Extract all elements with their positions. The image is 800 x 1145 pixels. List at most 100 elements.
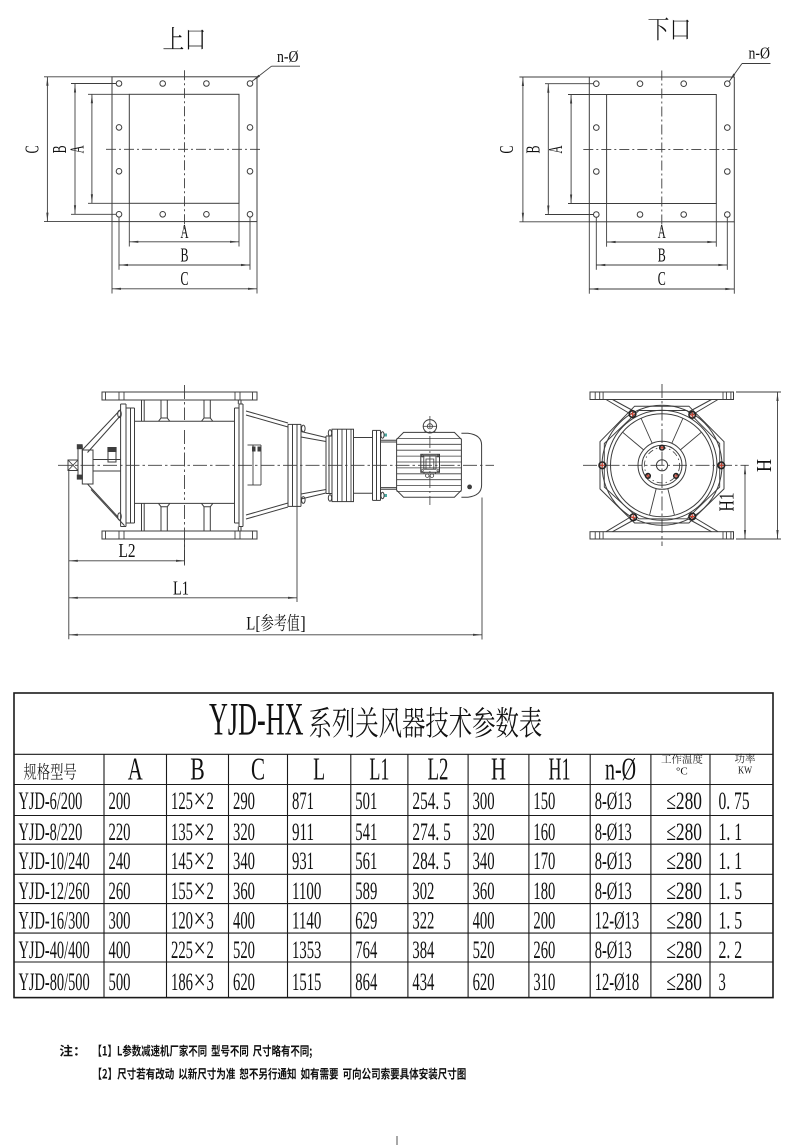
svg-text:400: 400 xyxy=(473,907,495,934)
svg-text:×: × xyxy=(193,903,205,935)
svg-text:C: C xyxy=(22,145,44,153)
svg-text:360: 360 xyxy=(233,878,255,905)
svg-text:360: 360 xyxy=(473,878,495,905)
svg-text:B: B xyxy=(181,245,189,267)
svg-text:2: 2 xyxy=(206,848,213,875)
svg-text:400: 400 xyxy=(109,937,131,964)
svg-text:2: 2 xyxy=(206,937,213,964)
svg-text:290: 290 xyxy=(233,788,255,815)
svg-text:A: A xyxy=(181,221,189,243)
svg-text:400: 400 xyxy=(233,907,255,934)
svg-text:YJD-8/220: YJD-8/220 xyxy=(19,819,83,846)
svg-text:200: 200 xyxy=(533,907,555,934)
svg-text:931: 931 xyxy=(292,848,314,875)
svg-text:H: H xyxy=(491,751,506,787)
svg-text:589: 589 xyxy=(355,878,377,905)
svg-text:911: 911 xyxy=(292,819,314,846)
svg-text:260: 260 xyxy=(109,878,131,905)
svg-text:150: 150 xyxy=(533,788,555,815)
svg-text:240: 240 xyxy=(109,848,131,875)
svg-text:L2: L2 xyxy=(119,541,136,562)
svg-text:135: 135 xyxy=(171,819,193,846)
svg-text:300: 300 xyxy=(109,907,131,934)
svg-text:]: ] xyxy=(300,614,306,635)
svg-text:145: 145 xyxy=(171,848,193,875)
svg-text:620: 620 xyxy=(233,969,255,996)
svg-text:200: 200 xyxy=(109,788,131,815)
svg-text:A: A xyxy=(67,145,89,153)
svg-text:500: 500 xyxy=(109,969,131,996)
svg-text:620: 620 xyxy=(473,969,495,996)
svg-text:3: 3 xyxy=(206,969,213,996)
svg-text:×: × xyxy=(193,815,205,847)
svg-text:YJD-40/400: YJD-40/400 xyxy=(19,937,90,964)
svg-text:L1: L1 xyxy=(369,751,389,787)
svg-text:1. 1: 1. 1 xyxy=(719,819,743,846)
svg-text:254. 5: 254. 5 xyxy=(412,788,450,815)
svg-text:×: × xyxy=(193,932,205,964)
svg-text:160: 160 xyxy=(533,819,555,846)
svg-text:501: 501 xyxy=(355,788,377,815)
svg-text:×: × xyxy=(193,843,205,875)
svg-text:≤280: ≤280 xyxy=(666,878,702,905)
svg-text:C: C xyxy=(181,268,189,290)
svg-text:H1: H1 xyxy=(549,751,571,787)
svg-text:×: × xyxy=(193,965,205,997)
svg-text:125: 125 xyxy=(171,788,193,815)
svg-text:561: 561 xyxy=(355,848,377,875)
svg-text:629: 629 xyxy=(355,907,377,934)
svg-text:n-Ø: n-Ø xyxy=(277,47,299,66)
svg-text:274. 5: 274. 5 xyxy=(412,819,450,846)
svg-text:1. 1: 1. 1 xyxy=(719,848,743,875)
svg-text:1100: 1100 xyxy=(292,878,321,905)
svg-text:C: C xyxy=(251,751,265,787)
svg-text:310: 310 xyxy=(533,969,555,996)
svg-text:3: 3 xyxy=(719,969,726,996)
svg-text:≤280: ≤280 xyxy=(666,788,702,815)
svg-text:1515: 1515 xyxy=(292,969,321,996)
svg-text:260: 260 xyxy=(533,937,555,964)
svg-text:384: 384 xyxy=(412,937,434,964)
svg-text:2: 2 xyxy=(206,788,213,815)
svg-text:541: 541 xyxy=(355,819,377,846)
svg-text:YJD-12/260: YJD-12/260 xyxy=(19,878,90,905)
svg-text:B: B xyxy=(658,245,666,267)
svg-text:322: 322 xyxy=(412,907,434,934)
svg-text:8-Ø13: 8-Ø13 xyxy=(595,788,632,815)
svg-text:520: 520 xyxy=(473,937,495,964)
svg-text:B: B xyxy=(523,146,545,154)
svg-text:186: 186 xyxy=(171,969,193,996)
svg-text:A: A xyxy=(128,751,143,787)
svg-text:12-Ø13: 12-Ø13 xyxy=(595,907,640,934)
svg-text:×: × xyxy=(193,874,205,906)
svg-text:×: × xyxy=(193,784,205,816)
svg-text:2. 2: 2. 2 xyxy=(719,937,743,964)
svg-text:L: L xyxy=(313,751,325,787)
svg-text:≤280: ≤280 xyxy=(666,907,702,934)
svg-text:H1: H1 xyxy=(715,493,739,512)
svg-text:864: 864 xyxy=(355,969,377,996)
svg-text:284. 5: 284. 5 xyxy=(412,848,450,875)
svg-text:°C: °C xyxy=(676,766,688,778)
svg-text:320: 320 xyxy=(473,819,495,846)
svg-text:A: A xyxy=(658,221,666,243)
svg-text:170: 170 xyxy=(533,848,555,875)
svg-text:300: 300 xyxy=(473,788,495,815)
svg-text:0. 75: 0. 75 xyxy=(719,788,750,815)
svg-text:520: 520 xyxy=(233,937,255,964)
svg-text:1. 5: 1. 5 xyxy=(719,878,743,905)
svg-text:YJD-80/500: YJD-80/500 xyxy=(19,969,90,996)
svg-text:302: 302 xyxy=(412,878,434,905)
svg-text:A: A xyxy=(545,145,567,153)
svg-text:≤280: ≤280 xyxy=(666,819,702,846)
svg-text:8-Ø13: 8-Ø13 xyxy=(595,937,632,964)
svg-text:C: C xyxy=(658,268,666,290)
svg-text:320: 320 xyxy=(233,819,255,846)
svg-text:8-Ø13: 8-Ø13 xyxy=(595,819,632,846)
svg-text:3: 3 xyxy=(206,907,213,934)
svg-text:YJD-6/200: YJD-6/200 xyxy=(19,788,83,815)
svg-text:120: 120 xyxy=(171,907,193,934)
svg-text:L1: L1 xyxy=(173,579,189,600)
svg-text:2: 2 xyxy=(206,878,213,905)
svg-text:≤280: ≤280 xyxy=(666,848,702,875)
